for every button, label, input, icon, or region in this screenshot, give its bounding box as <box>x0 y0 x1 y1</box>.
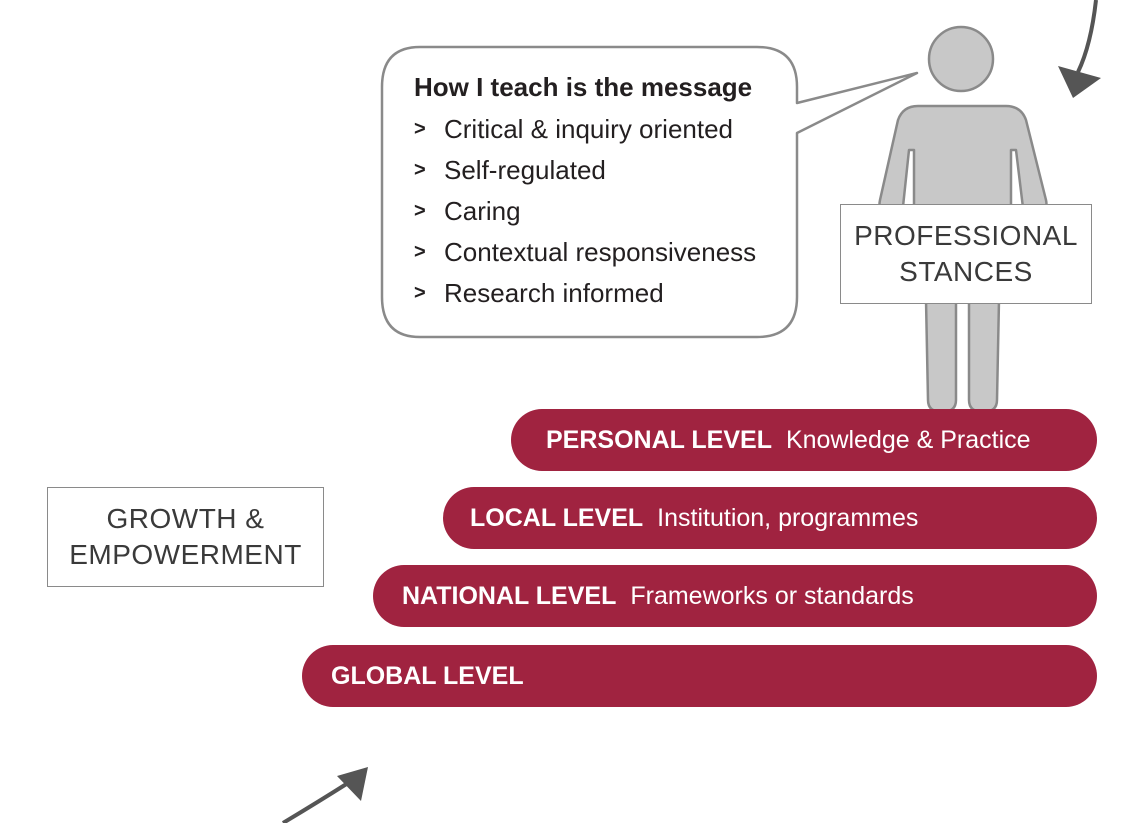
level-name: GLOBAL LEVEL <box>331 661 524 690</box>
personal-level-bar: PERSONAL LEVEL Knowledge & Practice <box>511 409 1097 471</box>
level-description: Knowledge & Practice <box>785 425 1031 454</box>
curved-arrow-bottom <box>281 767 368 823</box>
person-figure-icon <box>878 25 1048 414</box>
list-item: > Research informed <box>414 274 756 315</box>
speech-bubble-list: > Critical & inquiry oriented > Self-regul… <box>414 110 756 315</box>
curved-arrow-top <box>1058 0 1101 98</box>
level-name: LOCAL LEVEL <box>470 503 644 532</box>
growth-empowerment-line2: EMPOWERMENT <box>69 539 302 570</box>
professional-stances-line2: STANCES <box>899 256 1033 287</box>
list-item: > Critical & inquiry oriented <box>414 110 756 151</box>
global-level-bar: GLOBAL LEVEL <box>302 645 1097 707</box>
list-item: > Self-regulated <box>414 151 756 192</box>
list-item-text: Self-regulated <box>444 155 606 185</box>
list-item-text: Caring <box>444 196 521 226</box>
growth-empowerment-line1: GROWTH & <box>106 503 265 534</box>
list-item-text: Contextual responsiveness <box>444 237 757 267</box>
local-level-bar: LOCAL LEVEL Institution, programmes <box>443 487 1097 549</box>
list-item-text: Critical & inquiry oriented <box>444 114 734 144</box>
growth-empowerment-label: GROWTH & EMPOWERMENT <box>47 487 324 587</box>
bullet-marker: > <box>414 200 426 222</box>
level-name: PERSONAL LEVEL <box>546 425 772 454</box>
bullet-marker: > <box>414 282 426 304</box>
speech-bubble <box>380 45 919 339</box>
speech-bubble-title: How I teach is the message <box>414 72 753 102</box>
list-item: > Caring <box>414 192 756 233</box>
list-item: > Contextual responsiveness <box>414 233 756 274</box>
level-description: Institution, programmes <box>657 503 919 532</box>
bullet-marker: > <box>414 241 426 263</box>
bullet-marker: > <box>414 159 426 181</box>
level-name: NATIONAL LEVEL <box>402 581 617 610</box>
national-level-bar: NATIONAL LEVEL Frameworks or standards <box>373 565 1097 627</box>
level-description: Frameworks or standards <box>630 581 914 610</box>
professional-stances-line1: PROFESSIONAL <box>854 220 1078 251</box>
bullet-marker: > <box>414 118 426 140</box>
list-item-text: Research informed <box>444 278 664 308</box>
professional-stances-label: PROFESSIONAL STANCES <box>840 204 1092 304</box>
